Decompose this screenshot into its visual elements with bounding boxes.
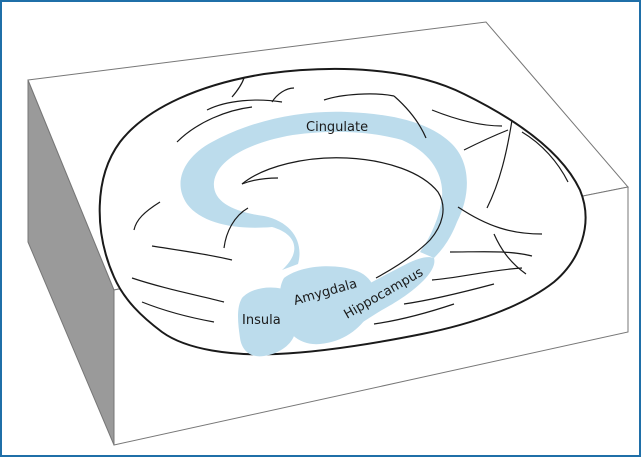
cingulate-label: Cingulate (306, 120, 368, 135)
insula-label: Insula (242, 313, 281, 328)
